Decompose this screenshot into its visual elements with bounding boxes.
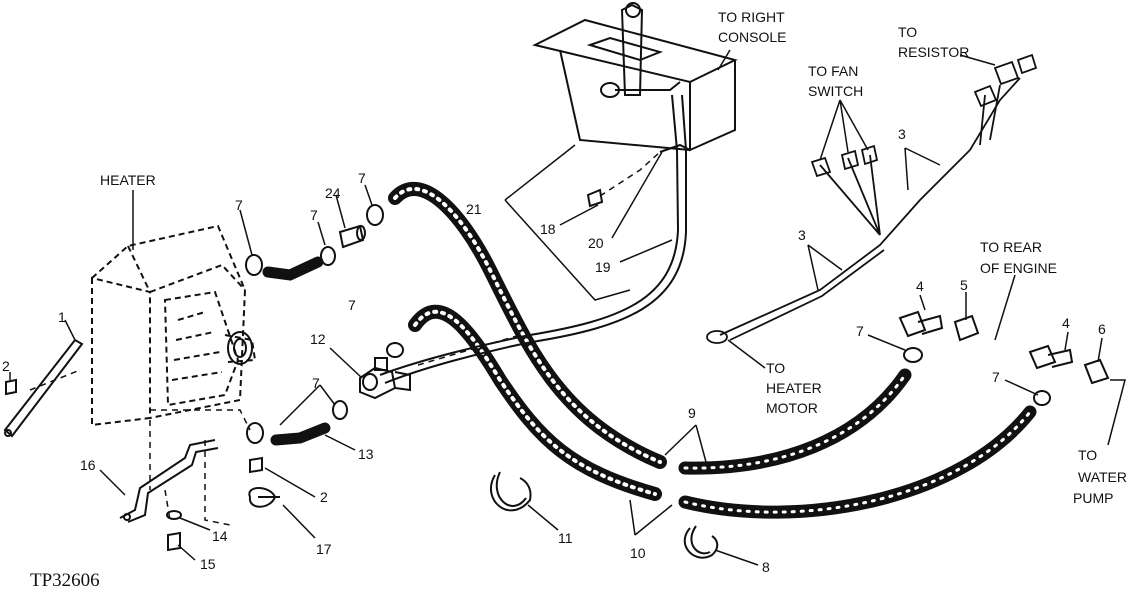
short-hoses [262,256,331,446]
label-to-right-console-2: CONSOLE [718,29,786,45]
callout-5: 5 [960,277,968,293]
callout-2b: 2 [320,489,328,505]
callout-11: 11 [558,530,573,546]
label-to-resistor-2: RESISTOR [898,44,969,60]
label-to-heater-motor: TO [766,360,785,376]
callout-numbers: 1 2 2 3 3 4 4 5 6 7 7 7 7 7 7 7 8 9 10 1… [2,126,1106,575]
label-to-water-pump-3: PUMP [1073,490,1113,506]
label-to-fan-switch-2: SWITCH [808,83,863,99]
valve-12 [359,357,411,400]
callout-3a: 3 [898,126,906,142]
hose-clamps [245,204,1051,444]
right-console [532,2,738,152]
rod-1 [3,338,84,438]
label-to-heater-motor-3: MOTOR [766,400,818,416]
label-to-water-pump-2: WATER [1078,469,1127,485]
label-to-resistor: TO [898,24,917,40]
control-cable [379,94,691,384]
wiring-harness [706,53,1038,344]
hose-lower [408,304,662,501]
callout-12: 12 [310,331,326,347]
label-to-right-console: TO RIGHT [718,9,785,25]
callout-7f: 7 [856,323,864,339]
callout-7d: 7 [348,297,356,313]
label-heater: HEATER [100,172,156,188]
callout-6: 6 [1098,321,1106,337]
callout-20: 20 [588,235,604,251]
clamp-8 [683,525,719,559]
callout-7a: 7 [235,197,243,213]
label-to-fan-switch: TO FAN [808,63,858,79]
callout-10: 10 [630,545,646,561]
callout-1: 1 [58,309,66,325]
callout-9: 9 [688,405,696,421]
heater-outlet-pipe [227,331,253,365]
fitting-24 [338,224,366,249]
callout-14: 14 [212,528,228,544]
bracket-16 [119,439,219,523]
dashed-leaders [29,151,661,526]
figure-code: TP32606 [30,570,100,589]
heater-unit [91,224,257,427]
text-labels: HEATER TO RIGHT CONSOLE TO RESISTOR TO F… [30,9,1127,589]
callout-24: 24 [325,185,341,201]
callout-15: 15 [200,556,216,572]
callout-17: 17 [316,541,332,557]
clip-17 [248,487,280,508]
callout-2a: 2 [2,358,10,374]
clamp-11 [489,471,532,512]
callout-7b: 7 [310,207,318,223]
callout-7e: 7 [312,375,320,391]
callout-4b: 4 [1062,315,1070,331]
callout-13: 13 [358,446,374,462]
label-to-rear-engine-2: OF ENGINE [980,260,1057,276]
callout-7c: 7 [358,170,366,186]
callout-18: 18 [540,221,556,237]
heater-hoses [388,181,1037,519]
label-to-heater-motor-2: HEATER [766,380,822,396]
callout-7g: 7 [992,369,1000,385]
label-to-water-pump: TO [1078,447,1097,463]
callout-8: 8 [762,559,770,575]
label-to-rear-engine: TO REAR [980,239,1042,255]
callout-16: 16 [80,457,96,473]
callout-19: 19 [595,259,611,275]
bolts [5,188,604,552]
fittings-right [898,310,1110,385]
callout-21: 21 [466,201,482,217]
solid-leaders [9,49,1126,566]
callout-3b: 3 [798,227,806,243]
callout-4a: 4 [916,278,924,294]
